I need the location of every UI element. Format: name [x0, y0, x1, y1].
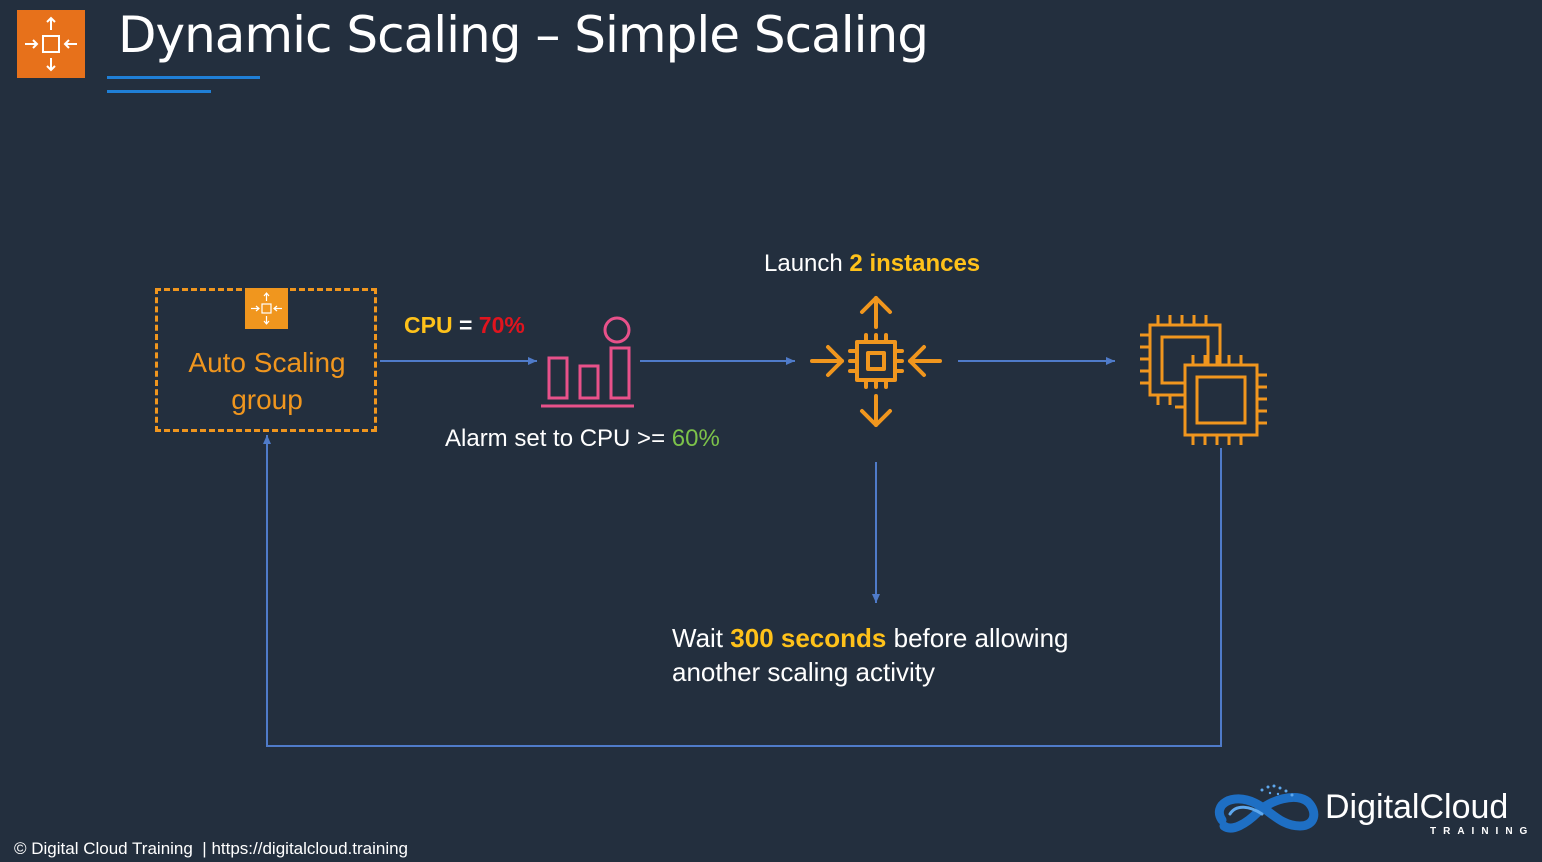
brand-name: DigitalCloud [1325, 788, 1509, 826]
metric-name: CPU [404, 312, 453, 338]
metric-value: 70% [478, 312, 525, 338]
alarm-prefix: Alarm set to CPU >= [445, 425, 666, 452]
alarm-threshold: 60% [671, 425, 720, 452]
auto-scaling-icon [245, 288, 288, 329]
cooldown-duration: 300 seconds [730, 623, 887, 653]
footer: © Digital Cloud Training | https://digit… [14, 839, 408, 859]
footer-separator: | [202, 839, 207, 858]
asg-label-line1: Auto Scaling [188, 347, 346, 378]
cooldown-line2: another scaling activity [672, 657, 936, 687]
metric-equals: = [458, 312, 473, 338]
alarm-threshold-label: Alarm set to CPU >= 60% [445, 425, 720, 453]
feedback-loop-arrow [263, 435, 1222, 747]
footer-copyright: © Digital Cloud Training [14, 839, 193, 858]
launch-count: 2 instances [849, 250, 981, 277]
cooldown-line1: Wait 300 seconds before allowing [672, 621, 1069, 655]
cooldown-prefix: Wait [672, 623, 724, 653]
auto-scaling-group-label: Auto Scaling group [158, 344, 376, 418]
title-auto-scaling-icon [17, 10, 85, 78]
asg-label-line2: group [231, 384, 303, 415]
cooldown-suffix: before allowing [893, 623, 1069, 653]
cooldown-label: Wait 300 seconds before allowing another… [672, 621, 1069, 689]
cpu-metric-label: CPU = 70% [404, 312, 525, 339]
title-underline [107, 76, 260, 79]
title-underline-secondary [107, 90, 211, 93]
brand-tagline: TRAINING [1430, 826, 1535, 837]
launch-prefix: Launch [764, 250, 843, 277]
footer-url[interactable]: https://digitalcloud.training [211, 839, 409, 858]
launch-label: Launch 2 instances [764, 250, 980, 278]
page-title: Dynamic Scaling – Simple Scaling [118, 6, 929, 64]
